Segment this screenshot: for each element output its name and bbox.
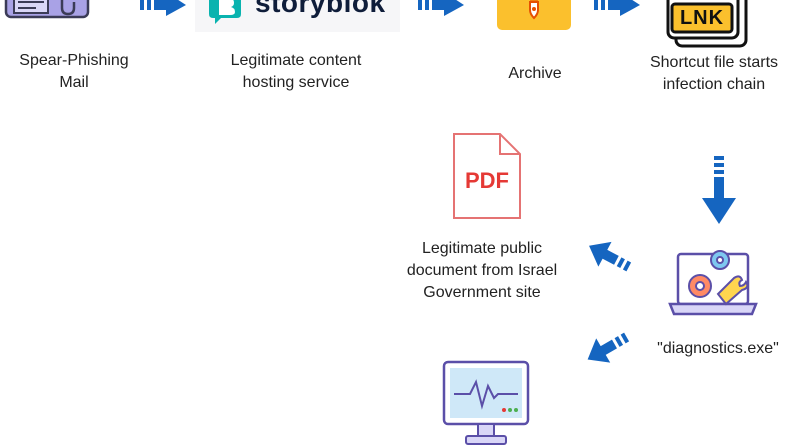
arrow-exe-to-monitor (584, 324, 638, 368)
hosting-label: Legitimate content hosting service (205, 50, 387, 94)
archive-icon (497, 0, 571, 32)
hosting-label-line1: Legitimate content (230, 52, 362, 69)
decoy-label-line1: Legitimate public (421, 240, 543, 257)
storyblok-logo: storyblok (195, 0, 400, 32)
diagnostics-exe-icon (668, 238, 758, 324)
decoy-label-line2: document from Israel (406, 262, 558, 279)
shortcut-label-line2: infection chain (662, 76, 766, 93)
pdf-file-icon: PDF (452, 132, 522, 220)
mail-label-line2: Mail (59, 74, 89, 91)
mail-icon (4, 0, 90, 20)
storyblok-icon (209, 0, 241, 24)
hosting-label-line2: hosting service (242, 74, 350, 91)
arrow-archive-to-shortcut (594, 0, 642, 16)
arrow-shortcut-to-exe (700, 156, 740, 226)
arrow-hosting-to-archive (418, 0, 466, 16)
archive-label: Archive (508, 65, 562, 82)
lnk-file-icon: LNK (666, 0, 748, 48)
shortcut-label-line1: Shortcut file starts (649, 54, 779, 71)
gear-icon (688, 250, 730, 298)
arrow-exe-to-decoy (586, 236, 638, 280)
decoy-label-line3: Government site (423, 284, 541, 301)
storyblok-wordmark: storyblok (255, 0, 386, 18)
pdf-badge: PDF (465, 168, 509, 193)
wrench-icon (716, 275, 749, 306)
mail-label-line1: Spear-Phishing (19, 52, 129, 69)
shortcut-label: Shortcut file starts infection chain (628, 52, 800, 96)
mail-label: Spear-Phishing Mail (0, 50, 148, 94)
exe-label: "diagnostics.exe" (657, 340, 779, 357)
arrow-mail-to-hosting (140, 0, 188, 16)
decoy-label: Legitimate public document from Israel G… (392, 238, 572, 304)
monitor-icon (440, 358, 532, 445)
lnk-badge: LNK (679, 7, 725, 29)
